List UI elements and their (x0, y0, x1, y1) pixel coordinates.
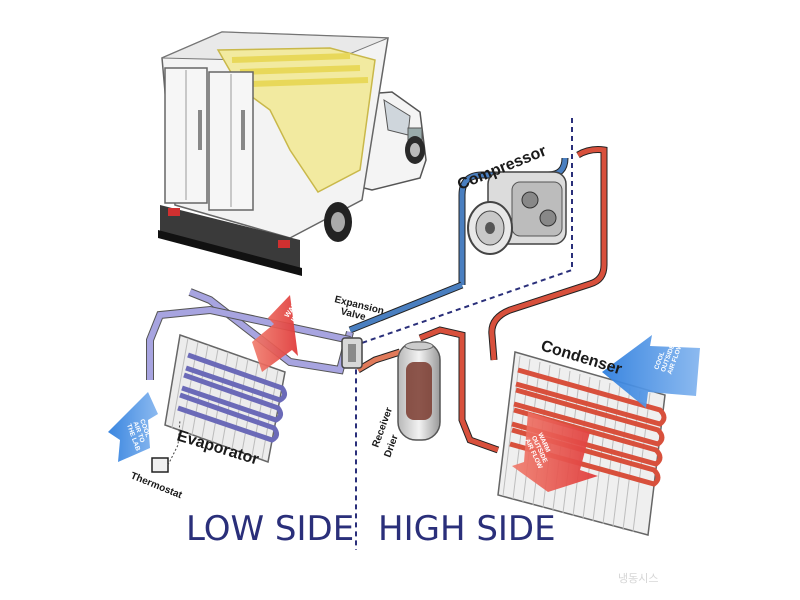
thermostat-label: Thermostat (129, 471, 184, 502)
thermostat (151, 419, 181, 473)
expansion-valve (341, 337, 363, 369)
receiver-drier (397, 341, 441, 441)
evaporator (164, 333, 288, 464)
high-low-divider (355, 118, 573, 550)
airflow-arrows (108, 295, 700, 492)
receiver-drier-label-2: Drier (382, 433, 400, 459)
compressor (467, 171, 567, 255)
high-side-label: HIGH SIDE (378, 509, 556, 549)
watermark: 냉동시스 (618, 572, 658, 585)
truck-illustration (158, 31, 427, 276)
airflow-labels: WARM INLET AIR COOL AIR TO THE LAB WARM … (125, 292, 684, 471)
low-side-label: LOW SIDE (186, 509, 354, 549)
